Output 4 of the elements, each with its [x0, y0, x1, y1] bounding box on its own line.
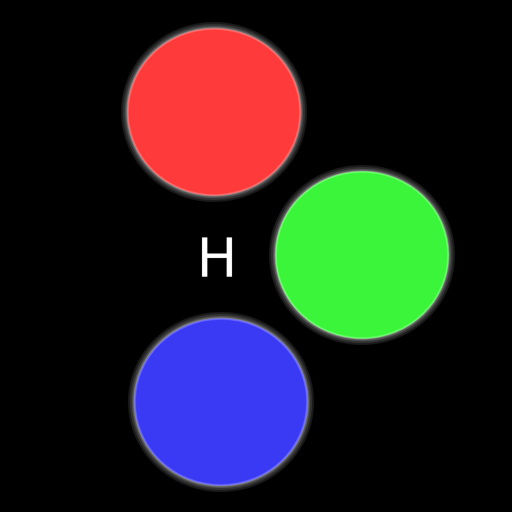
letter-label: H [202, 237, 232, 277]
glowing-circle [269, 165, 455, 345]
glowing-circle [121, 22, 307, 202]
glowing-circle [128, 312, 314, 492]
